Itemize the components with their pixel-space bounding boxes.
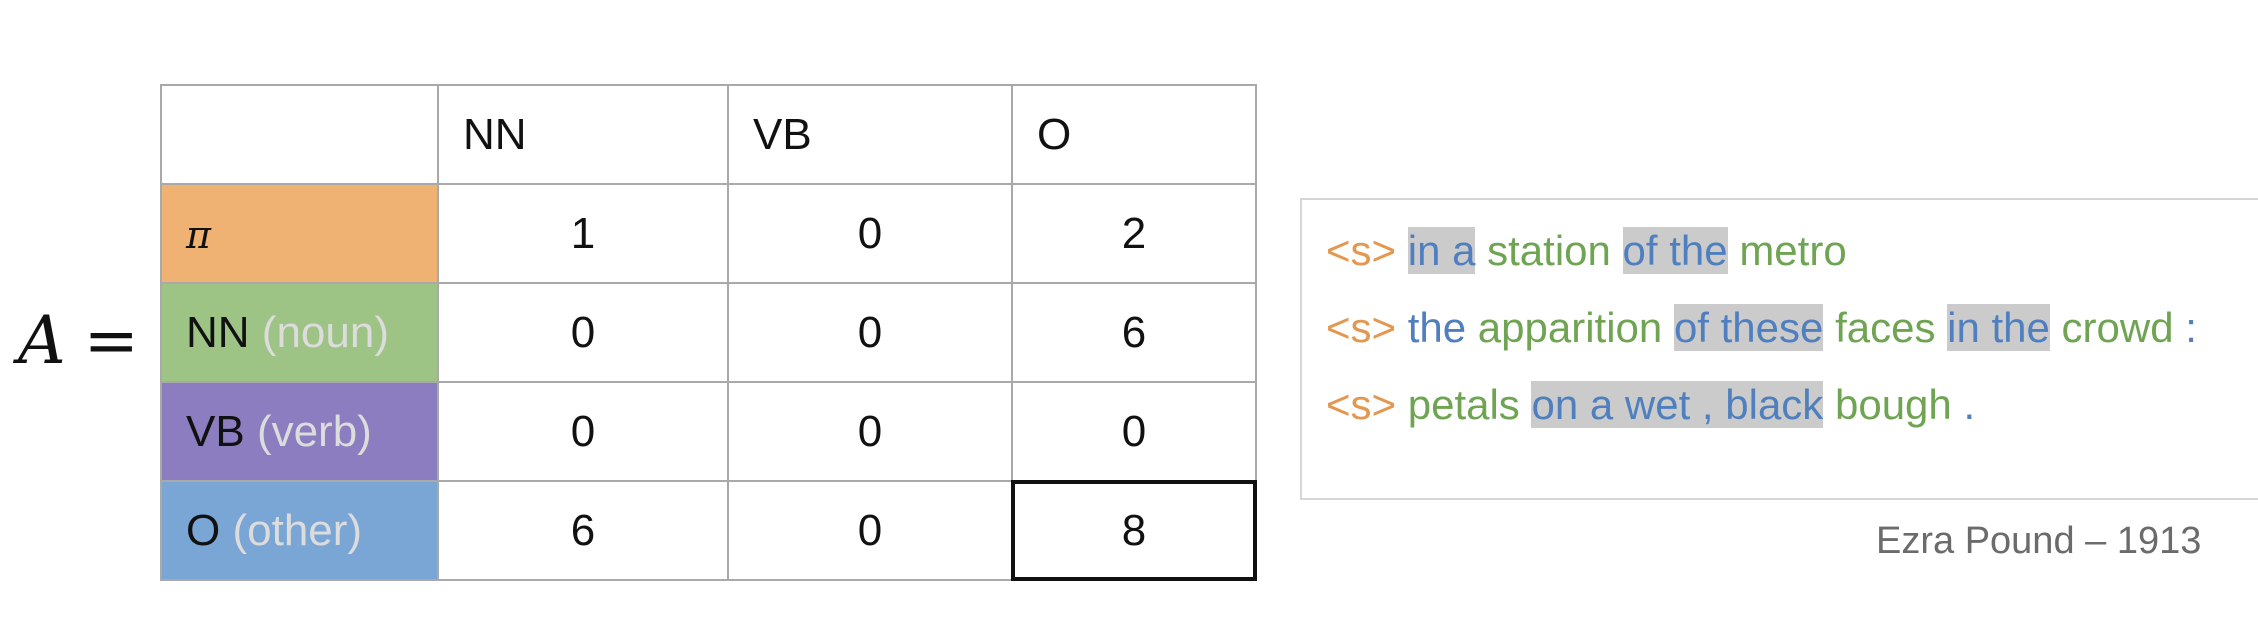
transition-count-matrix: NN VB O π 1 0 2 NN (noun) 0 0 6 VB (verb… (160, 84, 1257, 581)
matrix-cell: 2 (1011, 183, 1257, 284)
matrix-corner-cell (160, 84, 439, 185)
row-label-sub: (verb) (256, 406, 372, 456)
sentence-start-token: <s> (1326, 227, 1397, 274)
sentence-token: the (1407, 304, 1467, 351)
column-header-o: O (1011, 84, 1257, 185)
matrix-row-pi: π 1 0 2 (160, 183, 1257, 284)
sentence-token: metro (1739, 227, 1847, 274)
sentence-token: petals (1407, 381, 1520, 428)
row-label-o: O (other) (160, 480, 439, 581)
sentence-token: on a wet , black (1531, 381, 1824, 428)
sentence-token: faces (1835, 304, 1936, 351)
poem-attribution: Ezra Pound – 1913 (1876, 520, 2202, 562)
matrix-cell: 0 (727, 183, 1013, 284)
matrix-cell: 0 (437, 282, 729, 383)
row-label-pi: π (160, 183, 439, 284)
matrix-cell: 0 (727, 282, 1013, 383)
matrix-row-vb: VB (verb) 0 0 0 (160, 381, 1257, 482)
row-label-main: NN (186, 307, 250, 357)
row-label-nn: NN (noun) (160, 282, 439, 383)
sentence-token: bough (1834, 381, 1952, 428)
matrix-equation-label: A = (18, 300, 148, 380)
matrix-variable: A (18, 301, 66, 379)
sentence-token: of the (1622, 227, 1728, 274)
sentence-token: of these (1673, 304, 1824, 351)
sentence-token: : (2185, 304, 2197, 351)
sentence-token: . (1963, 381, 1976, 428)
sentence-token: in a (1407, 227, 1476, 274)
matrix-cell: 6 (437, 480, 729, 581)
equals-sign: = (83, 301, 139, 379)
sentence-token: crowd (2061, 304, 2174, 351)
sentence-line: <s> petals on a wet , black bough . (1326, 366, 2258, 443)
row-label-sub: (noun) (261, 307, 389, 357)
column-header-nn: NN (437, 84, 729, 185)
matrix-cell: 0 (727, 381, 1013, 482)
matrix-cell: 1 (437, 183, 729, 284)
sentence-line: <s> in a station of the metro (1326, 212, 2258, 289)
matrix-cell: 0 (727, 480, 1013, 581)
matrix-row-o: O (other) 6 0 8 (160, 480, 1257, 581)
matrix-cell: 0 (437, 381, 729, 482)
sentence-token: apparition (1477, 304, 1663, 351)
sentence-start-token: <s> (1326, 304, 1397, 351)
matrix-header-row: NN VB O (160, 84, 1257, 185)
column-header-vb: VB (727, 84, 1013, 185)
row-label-main: O (186, 505, 221, 555)
sentence-token: station (1487, 227, 1611, 274)
sentence-start-token: <s> (1326, 381, 1397, 428)
matrix-cell: 0 (1011, 381, 1257, 482)
matrix-row-nn: NN (noun) 0 0 6 (160, 282, 1257, 383)
row-label-vb: VB (verb) (160, 381, 439, 482)
sentence-line: <s> the apparition of these faces in the… (1326, 289, 2258, 366)
highlighted-matrix-cell: 8 (1011, 480, 1257, 581)
poem-sentences-panel: <s> in a station of the metro<s> the app… (1300, 198, 2258, 500)
row-label-main: π (186, 212, 211, 257)
row-label-sub: (other) (232, 505, 363, 555)
row-label-main: VB (186, 406, 245, 456)
matrix-cell: 6 (1011, 282, 1257, 383)
sentence-token: in the (1947, 304, 2050, 351)
